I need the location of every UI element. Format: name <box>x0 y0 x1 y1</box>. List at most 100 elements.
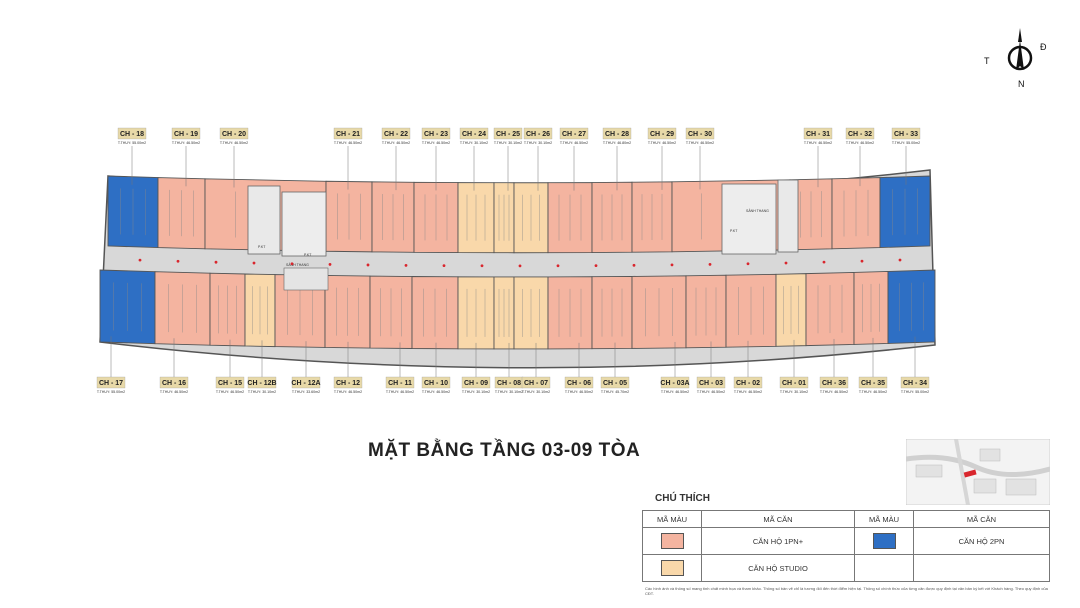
unit-area: T.THUY: 30.10m2 <box>462 390 490 394</box>
unit-code: CH - 27 <box>562 131 586 138</box>
stair-core-right <box>721 183 777 255</box>
unit-tag-box <box>819 376 849 389</box>
stair-label-1: SẢNH THANG <box>286 262 309 267</box>
unit-area: T.THUY: 46.50m2 <box>565 390 593 394</box>
unit-area: T.THUY: 46.50m2 <box>160 390 188 394</box>
site-map-icon <box>905 438 1051 506</box>
compass-west: T <box>984 56 990 66</box>
unit-tag-box <box>660 376 690 389</box>
unit-code: CH - 12 <box>336 380 360 387</box>
unit-area: T.THUY: 30.10m2 <box>780 390 808 394</box>
core-label-3: P.KT <box>304 253 312 257</box>
unit-area: T.THUY: 46.80m2 <box>603 141 631 145</box>
compass: T N Đ <box>980 18 1050 89</box>
unit-code: CH - 15 <box>218 380 242 387</box>
door-marker <box>366 263 370 267</box>
unit-area: T.THUY: 46.50m2 <box>820 390 848 394</box>
unit-code: CH - 16 <box>162 380 186 387</box>
unit-tag-box <box>117 127 147 140</box>
unit-code: CH - 36 <box>822 380 846 387</box>
door-marker <box>860 259 864 263</box>
legend-header-color-1: MÃ MÀU <box>642 510 702 528</box>
unit-code: CH - 20 <box>222 131 246 138</box>
stair-core-right-2 <box>777 179 799 253</box>
unit-area: T.THUY: 46.50m2 <box>422 390 450 394</box>
door-marker <box>556 264 560 268</box>
unit-tag-box <box>219 127 249 140</box>
stair-label-2: SẢNH THANG <box>746 208 769 213</box>
unit-area: T.THUY: 46.50m2 <box>846 141 874 145</box>
legend-swatch-studio <box>642 554 702 582</box>
unit-tag-box <box>891 127 921 140</box>
unit-tag-box <box>171 127 201 140</box>
legend-swatch-2pn <box>854 527 914 555</box>
legend-header-code-2: MÃ CĂN <box>913 510 1050 528</box>
unit-area: T.THUY: 55.00m2 <box>901 390 929 394</box>
door-marker <box>328 263 332 266</box>
unit-area: T.THUY: 46.50m2 <box>686 141 714 145</box>
door-marker <box>632 263 636 267</box>
swatch-2pn <box>872 533 896 549</box>
unit-tags: CH - 18 T.THUY: 55.00m2 CH - 19 T.THUY: 46.… <box>96 127 930 394</box>
unit-code: CH - 25 <box>496 131 520 138</box>
plan-title: MẶT BẰNG TẦNG 03-09 TÒA <box>368 440 641 461</box>
door-marker <box>670 263 674 267</box>
unit-area: T.THUY: 46.50m2 <box>386 390 414 394</box>
unit-tag-box <box>685 127 715 140</box>
unit-tag-box <box>900 376 930 389</box>
unit-area: T.THUY: 55.00m2 <box>97 390 125 394</box>
unit-code: CH - 05 <box>603 380 627 387</box>
door-marker <box>404 263 408 267</box>
unit-area: T.THUY: 46.50m2 <box>220 141 248 145</box>
unit-area: T.THUY: 55.00m2 <box>118 141 146 145</box>
unit-tag-box <box>215 376 245 389</box>
legend-header-color-2: MÃ MÀU <box>854 510 914 528</box>
door-marker <box>138 258 142 262</box>
unit-code: CH - 06 <box>567 380 591 387</box>
legend-label-1pn: CĂN HỘ 1PN+ <box>701 527 855 555</box>
unit-area: T.THUY: 46.50m2 <box>734 390 762 394</box>
unit-code: CH - 01 <box>782 380 806 387</box>
core-label-1: P.KT <box>258 245 266 249</box>
legend-label-studio: CĂN HỘ STUDIO <box>701 554 855 582</box>
swatch-1pn <box>660 533 684 549</box>
unit-tag-box <box>381 127 411 140</box>
unit-tag-box <box>385 376 415 389</box>
door-marker <box>746 262 750 266</box>
unit-area: T.THUY: 55.00m2 <box>892 141 920 145</box>
door-marker <box>176 259 180 263</box>
door-marker <box>822 260 826 264</box>
unit-tag-box <box>461 376 491 389</box>
disclaimer-note: Các hình ảnh và thông số mang tính chất … <box>645 586 1048 596</box>
legend-title: CHÚ THÍCH <box>655 493 710 504</box>
unit-code: CH - 30 <box>688 131 712 138</box>
legend-empty-2 <box>913 554 1050 582</box>
unit-code: CH - 19 <box>174 131 198 138</box>
unit-tag-box <box>96 376 126 389</box>
unit-code: CH - 12B <box>247 380 276 387</box>
unit-area: T.THUY: 46.50m2 <box>172 141 200 145</box>
unit-area: T.THUY: 30.10m2 <box>248 390 276 394</box>
unit-area: T.THUY: 46.50m2 <box>216 390 244 394</box>
unit-tag-box <box>733 376 763 389</box>
unit-tag-box <box>459 127 489 140</box>
unit-code: CH - 17 <box>99 380 123 387</box>
unit-area: T.THUY: 45.70m2 <box>601 390 629 394</box>
unit-area: T.THUY: 46.50m2 <box>648 141 676 145</box>
unit-tag-box <box>333 376 363 389</box>
unit-code: CH - 34 <box>903 380 927 387</box>
unit-code: CH - 12A <box>291 380 320 387</box>
unit-code: CH - 18 <box>120 131 144 138</box>
door-marker <box>214 260 218 264</box>
unit-code: CH - 11 <box>388 380 412 387</box>
unit-area: T.THUY: 46.50m2 <box>382 141 410 145</box>
unit-code: CH - 03 <box>699 380 723 387</box>
unit-code: CH - 31 <box>806 131 830 138</box>
unit-code: CH - 23 <box>424 131 448 138</box>
unit-code: CH - 24 <box>462 131 486 138</box>
unit-area: T.THUY: 30.10m2 <box>524 141 552 145</box>
compass-icon: T N Đ <box>984 28 1047 89</box>
unit-area: T.THUY: 30.10m2 <box>522 390 550 394</box>
door-marker <box>708 262 712 266</box>
